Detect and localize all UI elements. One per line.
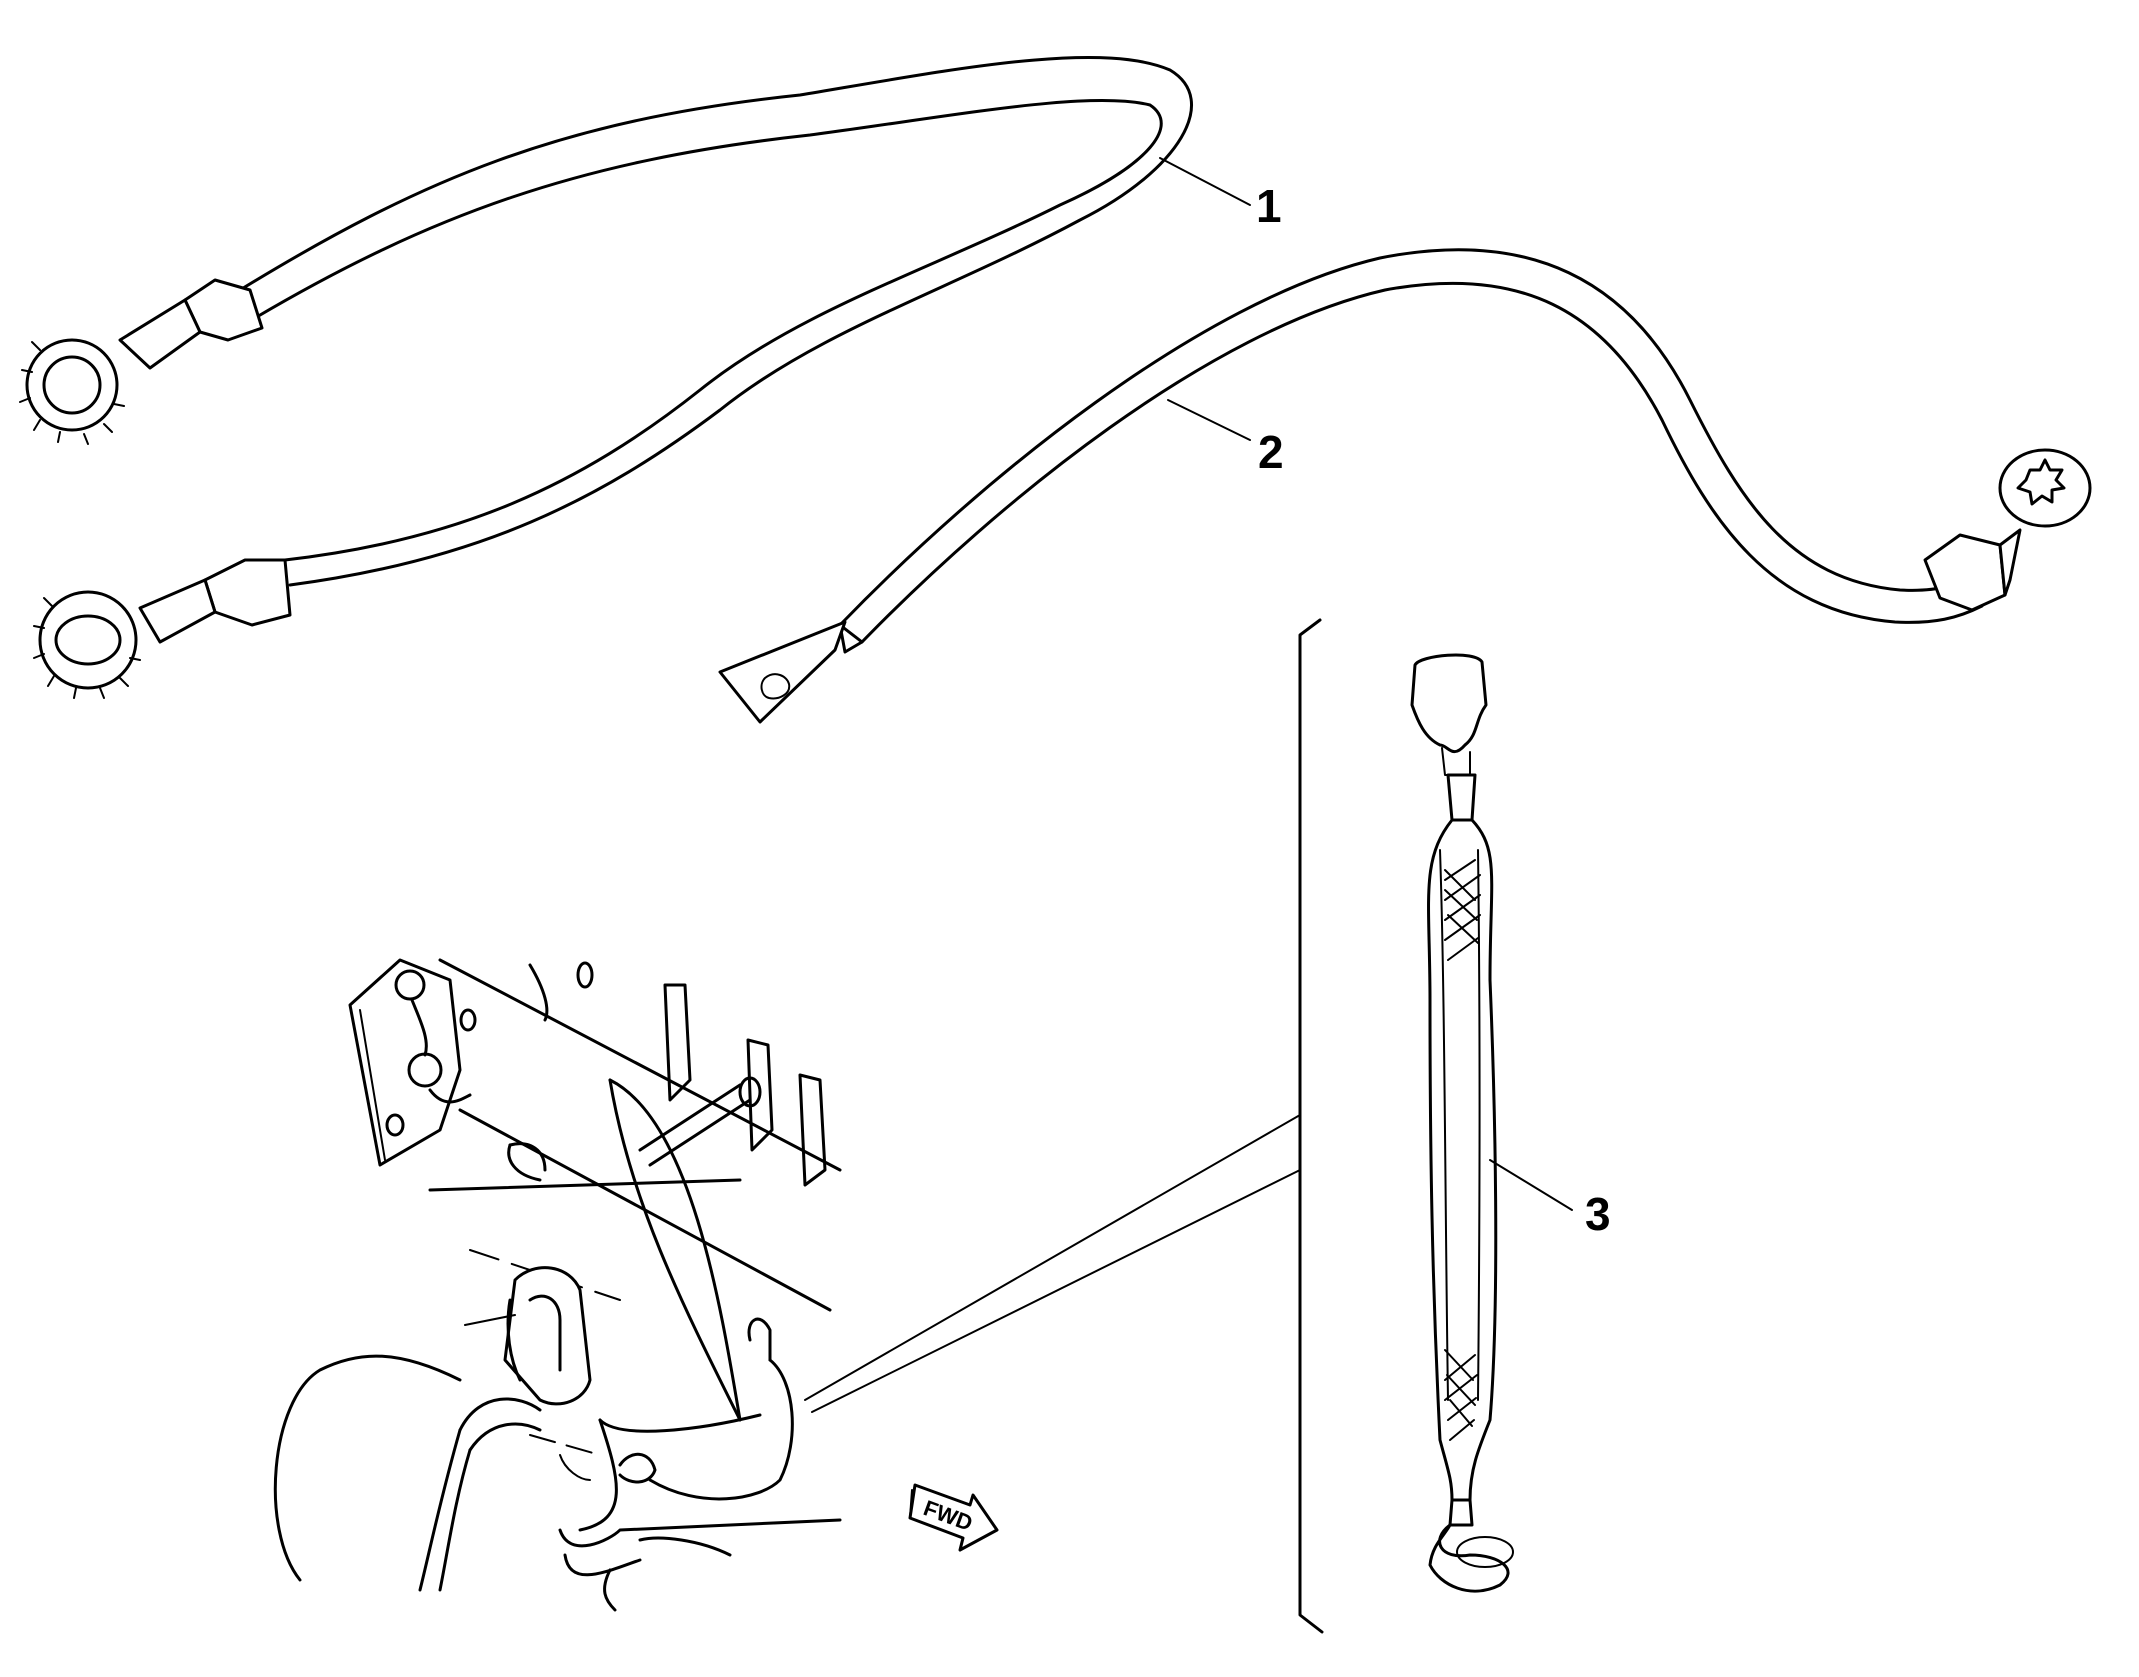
callout-3: 3 <box>1585 1188 1611 1240</box>
ground-strap-part-3: 3 <box>1410 653 1611 1593</box>
cable-part-2: 2 <box>718 248 2092 724</box>
braid-hatching <box>1444 859 1481 1441</box>
ring-terminal-upper <box>19 278 264 445</box>
callout-1: 1 <box>1256 180 1282 232</box>
callout-2: 2 <box>1258 426 1284 478</box>
ring-terminal-lower <box>33 558 292 699</box>
mounting-detail <box>273 958 842 1612</box>
cable-part-1: 1 <box>19 55 1282 699</box>
flat-terminal <box>718 620 864 724</box>
star-ring-terminal <box>1923 448 2092 612</box>
fwd-direction-arrow: FWD <box>908 1483 999 1552</box>
divider-bracket <box>804 618 1324 1634</box>
